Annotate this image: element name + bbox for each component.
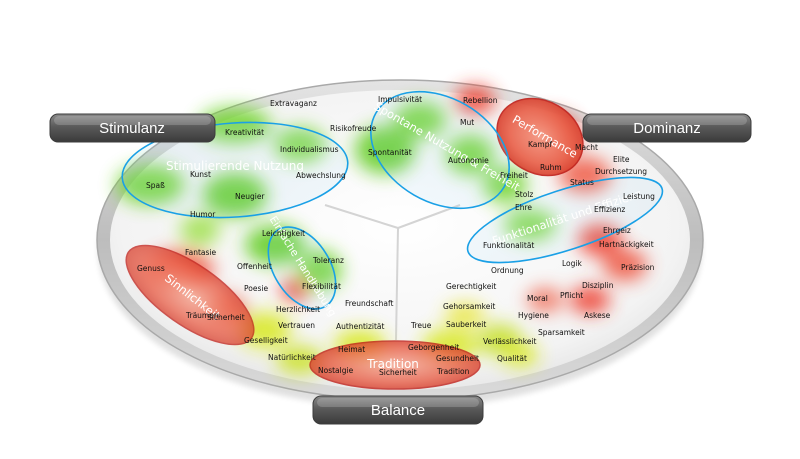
color-blobs <box>116 86 647 374</box>
word: Poesie <box>244 284 268 293</box>
word: Individualismus <box>280 145 339 154</box>
word: Träumen <box>185 311 219 320</box>
word: Funktionalität <box>483 241 534 250</box>
word: Qualität <box>497 354 527 363</box>
word: Sicherheit <box>207 313 245 322</box>
word: Ruhm <box>540 163 562 172</box>
word: Ordnung <box>491 266 524 275</box>
word: Freundschaft <box>345 299 393 308</box>
cluster-title-stimulierende: Stimulierende Nutzung <box>166 159 304 173</box>
word: Sicherheit <box>379 368 417 377</box>
word: Kampf <box>528 140 552 149</box>
word: Askese <box>584 311 611 320</box>
word: Sauberkeit <box>446 320 486 329</box>
word: Leichtigkeit <box>262 229 305 238</box>
word: Hygiene <box>518 311 549 320</box>
word: Neugier <box>235 192 265 201</box>
word: Genuss <box>137 264 165 273</box>
word: Fantasie <box>185 248 217 257</box>
word: Präzision <box>621 263 655 272</box>
word: Heimat <box>338 345 365 354</box>
word: Ehre <box>515 203 532 212</box>
cluster-performance[interactable] <box>483 83 597 190</box>
word: Macht <box>575 143 598 152</box>
word: Disziplin <box>582 281 614 290</box>
word: Extravaganz <box>270 99 317 108</box>
cluster-spontane-nutzung[interactable] <box>350 68 530 232</box>
tag-dominanz-label: Dominanz <box>633 120 701 137</box>
word: Kunst <box>190 170 211 179</box>
word: Offenheit <box>237 262 272 271</box>
word: Kreativität <box>225 128 264 137</box>
word: Gesundheit <box>436 354 479 363</box>
word: Humor <box>190 210 216 219</box>
word: Gerechtigkeit <box>446 282 496 291</box>
word: Abwechslung <box>296 171 346 180</box>
word: Durchsetzung <box>595 167 647 176</box>
word: Autonomie <box>448 156 489 165</box>
word: Stolz <box>515 190 533 199</box>
word: Geborgenheit <box>408 343 459 352</box>
word: Pflicht <box>560 291 583 300</box>
word: Herzlichkeit <box>276 305 320 314</box>
word: Impulsivität <box>378 95 422 104</box>
tag-stimulanz-label: Stimulanz <box>99 120 165 137</box>
tag-dominanz[interactable]: Dominanz <box>582 113 752 143</box>
word: Toleranz <box>312 256 344 265</box>
cluster-einfache-handhabung[interactable] <box>254 215 349 321</box>
word: Treue <box>410 321 432 330</box>
tag-balance[interactable]: Balance <box>312 395 484 425</box>
tag-stimulanz[interactable]: Stimulanz <box>49 113 216 143</box>
word: Gehorsamkeit <box>443 302 495 311</box>
word: Rebellion <box>463 96 498 105</box>
word: Vertrauen <box>278 321 315 330</box>
blue-clusters <box>119 68 672 321</box>
word: Status <box>570 178 594 187</box>
word: Ehrgeiz <box>603 226 631 235</box>
cluster-title-tradition: Tradition <box>366 357 419 371</box>
word: Elite <box>613 155 630 164</box>
word: Natürlichkeit <box>268 353 316 362</box>
word: Sparsamkeit <box>538 328 585 337</box>
word: Geselligkeit <box>244 336 288 345</box>
word: Flexibilität <box>302 282 341 291</box>
word: Risikofreude <box>330 124 377 133</box>
word: Spaß <box>146 181 165 190</box>
word: Effizienz <box>594 205 625 214</box>
word: Hartnäckigkeit <box>599 240 654 249</box>
word: Moral <box>527 294 548 303</box>
cluster-funktionalitaet[interactable] <box>459 160 672 280</box>
word: Logik <box>562 259 582 268</box>
value-words: Extravaganz Impulsivität Rebellion Mut K… <box>137 95 655 377</box>
cluster-sinnlichkeit[interactable] <box>111 227 268 362</box>
word: Spontanität <box>368 148 412 157</box>
cluster-tradition[interactable] <box>309 340 481 390</box>
word: Authentizität <box>336 322 385 331</box>
word: Verlässlichkeit <box>483 337 537 346</box>
word: Freiheit <box>500 171 528 180</box>
word: Leistung <box>623 192 655 201</box>
tag-balance-label: Balance <box>371 402 425 419</box>
word: Nostalgie <box>318 366 354 375</box>
word: Mut <box>460 118 474 127</box>
word: Tradition <box>436 367 470 376</box>
sector-dividers <box>324 204 461 341</box>
cluster-stimulierende-nutzung[interactable] <box>119 115 351 225</box>
